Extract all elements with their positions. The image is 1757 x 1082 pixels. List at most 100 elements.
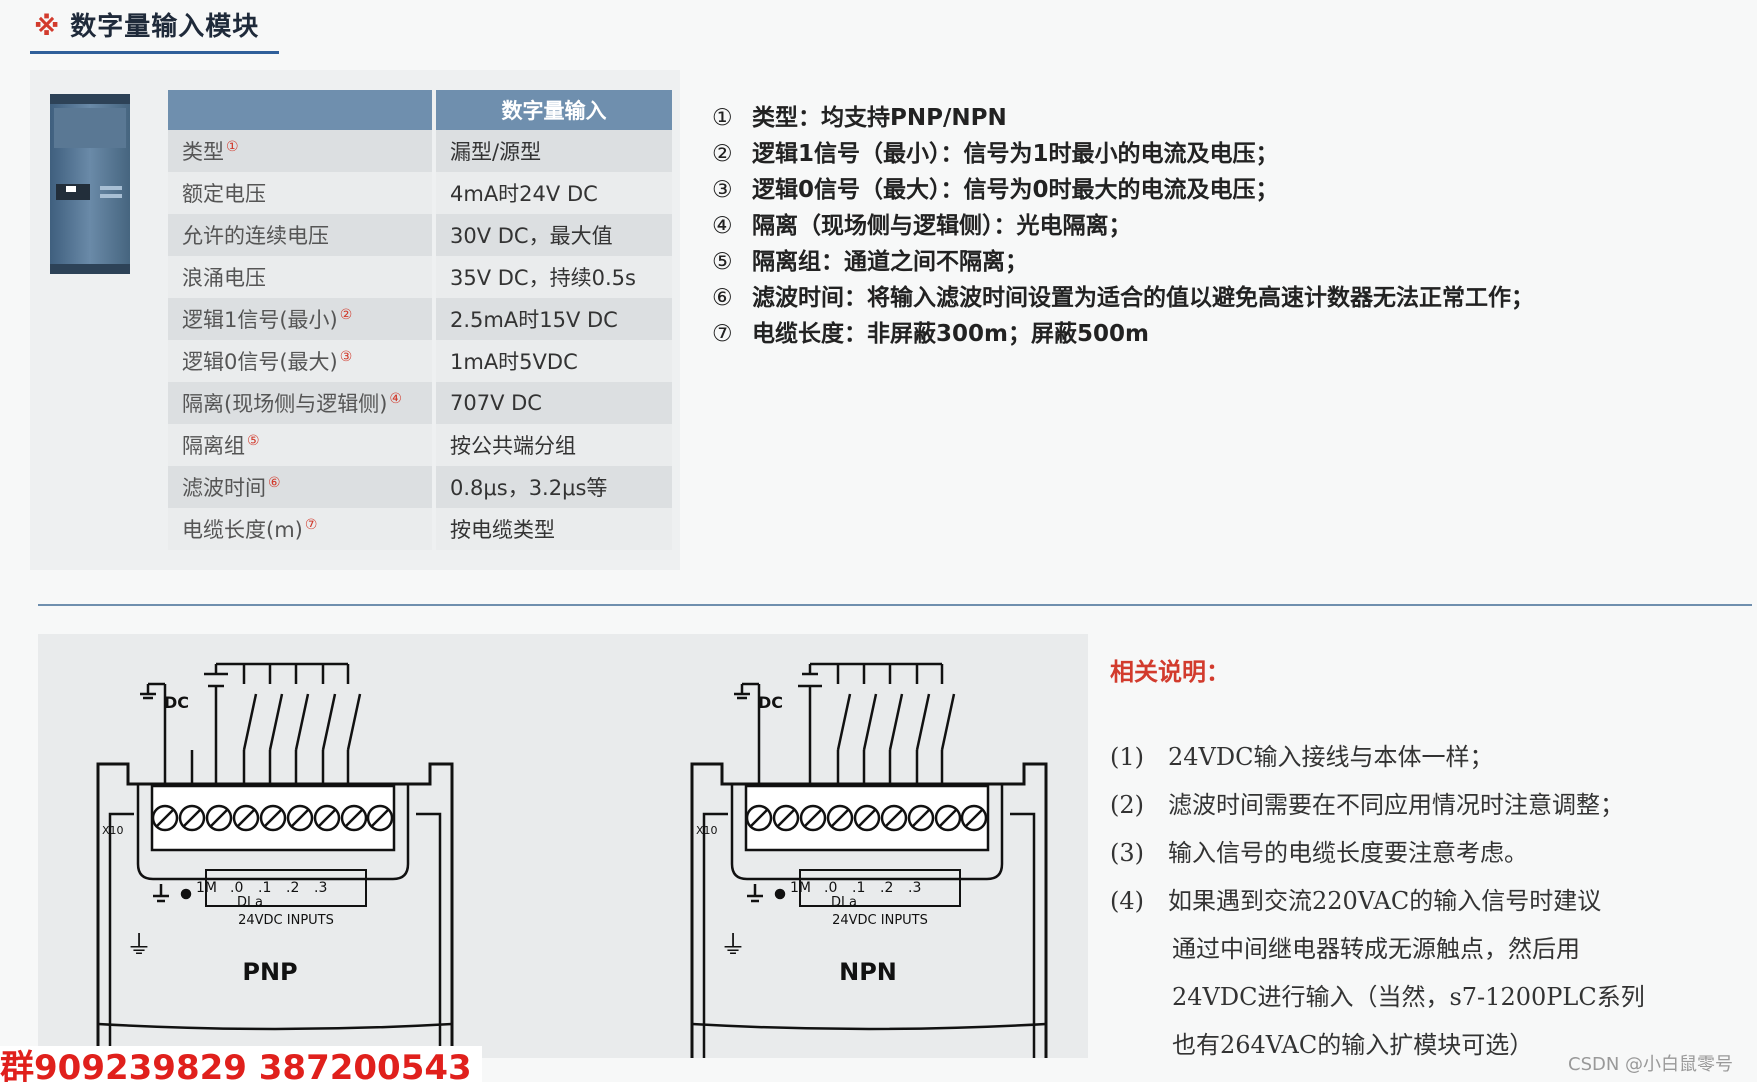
list-item: (3) 输入信号的电缆长度要注意考虑。 <box>1110 829 1750 877</box>
pnp-group-label: DI a <box>237 895 263 910</box>
spec-value: 按公共端分组 <box>434 424 672 466</box>
npn-terminal-label: 1M <box>790 880 811 896</box>
table-row: 逻辑0信号(最大)③ 1mA时5VDC <box>168 340 672 382</box>
wiring-diagrams: X10 DC 1M .0 .1 .2 .3 DI a 24VDC INPUTS … <box>96 662 1048 1058</box>
note-text: 隔离组：通道之间不隔离； <box>752 249 1028 275</box>
spec-value: 35V DC，持续0.5s <box>434 256 672 298</box>
page-title-text: 数字量输入模块 <box>70 12 260 42</box>
table-row: 逻辑1信号(最小)② 2.5mA时15V DC <box>168 298 672 340</box>
note-number: ⑥ <box>712 285 733 311</box>
npn-terminal-label: .1 <box>852 880 865 896</box>
spec-label: 逻辑0信号(最大)③ <box>168 340 436 382</box>
note-text: 逻辑0信号（最大）：信号为0时最大的电流及电压； <box>752 177 1279 203</box>
note-mark: ③ <box>339 349 353 365</box>
npn-group-label: DI a <box>831 895 857 910</box>
table-row: 电缆长度(m)⑦ 按电缆类型 <box>168 508 672 550</box>
list-item: ③ 逻辑0信号（最大）：信号为0时最大的电流及电压； <box>712 170 1742 206</box>
spec-label-text: 隔离组 <box>182 434 245 458</box>
spec-label-text: 类型 <box>182 140 224 164</box>
spec-value: 707V DC <box>434 382 672 424</box>
note-text: 电缆长度：非屏蔽300m；屏蔽500m <box>752 321 1149 347</box>
page-title: ※ 数字量输入模块 <box>30 6 280 54</box>
overlay-group-numbers: 群909239829 387200543 <box>0 1046 482 1082</box>
list-item: (4) 如果遇到交流220VAC的输入信号时建议 通过中间继电器转成无源触点，然后… <box>1110 877 1750 1069</box>
related-title: 相关说明： <box>1110 657 1230 686</box>
note-number: ⑤ <box>712 249 733 275</box>
note-text: 逻辑1信号（最小）：信号为1时最小的电流及电压； <box>752 141 1279 167</box>
note-number: ⑦ <box>712 321 733 347</box>
spec-label-text: 浪涌电压 <box>182 266 266 290</box>
note-number: ④ <box>712 213 733 239</box>
note-text: 滤波时间：将输入滤波时间设置为适合的值以避免高速计数器无法正常工作； <box>752 285 1534 311</box>
npn-diagram <box>690 662 1048 1058</box>
spec-label: 逻辑1信号(最小)② <box>168 298 436 340</box>
pnp-inputs-label: 24VDC INPUTS <box>238 913 334 928</box>
spec-label-text: 额定电压 <box>182 182 266 206</box>
note-mark: ④ <box>389 391 402 407</box>
related-notes: 相关说明： (1)24VDC输入接线与本体一样； (2)滤波时间需要在不同应用情… <box>1110 652 1750 1069</box>
table-row: 浪涌电压 35V DC，持续0.5s <box>168 256 672 298</box>
plc-module-image <box>50 94 130 274</box>
note-number: ② <box>712 141 733 167</box>
spec-value: 2.5mA时15V DC <box>434 298 672 340</box>
note-text: 隔离（现场侧与逻辑侧）：光电隔离； <box>752 213 1132 239</box>
spec-table-header-row: 数字量输入 <box>168 90 672 130</box>
table-row: 额定电压 4mA时24V DC <box>168 172 672 214</box>
pnp-terminal-label: 1M <box>196 880 217 896</box>
list-item: (2)滤波时间需要在不同应用情况时注意调整； <box>1110 781 1750 829</box>
related-number: (4) <box>1110 887 1144 915</box>
related-text: 如果遇到交流220VAC的输入信号时建议 <box>1168 887 1602 915</box>
pnp-terminal-label: .3 <box>314 880 327 896</box>
spec-label-text: 逻辑0信号(最大) <box>182 350 338 374</box>
pnp-terminal-label: .0 <box>230 880 243 896</box>
spec-table-header-title: 数字量输入 <box>434 90 672 130</box>
spec-label: 额定电压 <box>168 172 436 214</box>
spec-value: 漏型/源型 <box>434 130 672 172</box>
spec-table-header-empty <box>168 90 436 130</box>
related-list: (1)24VDC输入接线与本体一样； (2)滤波时间需要在不同应用情况时注意调整… <box>1110 733 1750 1069</box>
npn-dc-label: DC <box>758 693 783 712</box>
note-text: 类型：均支持PNP/NPN <box>752 105 1007 131</box>
spec-label-text: 滤波时间 <box>182 476 266 500</box>
table-row: 隔离(现场侧与逻辑侧)④ 707V DC <box>168 382 672 424</box>
related-text: 通过中间继电器转成无源触点，然后用 <box>1172 935 1580 963</box>
related-text: 24VDC进行输入（当然，s7-1200PLC系列 <box>1172 983 1645 1011</box>
npn-inputs-label: 24VDC INPUTS <box>832 913 928 928</box>
npn-terminal-label: .0 <box>824 880 837 896</box>
reference-mark: ※ <box>34 12 61 42</box>
spec-value: 按电缆类型 <box>434 508 672 550</box>
spec-label-text: 隔离(现场侧与逻辑侧) <box>182 392 388 416</box>
note-mark: ⑥ <box>268 475 281 491</box>
related-number: (1) <box>1110 743 1144 771</box>
pnp-label: PNP <box>242 958 297 986</box>
related-text: 滤波时间需要在不同应用情况时注意调整； <box>1168 791 1624 819</box>
npn-ground-icon: ⏚ <box>720 931 746 961</box>
list-item: ④ 隔离（现场侧与逻辑侧）：光电隔离； <box>712 206 1742 242</box>
npn-terminal-label: .2 <box>880 880 893 896</box>
note-mark: ⑦ <box>304 517 318 533</box>
table-row: 允许的连续电压 30V DC，最大值 <box>168 214 672 256</box>
spec-label-text: 逻辑1信号(最小) <box>182 308 338 332</box>
note-number: ③ <box>712 177 733 203</box>
list-item: ⑦ 电缆长度：非屏蔽300m；屏蔽500m <box>712 314 1742 350</box>
pnp-terminal-label: .1 <box>258 880 271 896</box>
spec-label: 隔离(现场侧与逻辑侧)④ <box>168 382 436 424</box>
related-number: (3) <box>1110 839 1144 867</box>
list-item: (1)24VDC输入接线与本体一样； <box>1110 733 1750 781</box>
related-text: 也有264VAC的输入扩模块可选） <box>1172 1031 1534 1059</box>
pnp-ground-icon: ⏚ <box>126 931 152 961</box>
spec-label-text: 允许的连续电压 <box>182 224 329 248</box>
related-text: 输入信号的电缆长度要注意考虑。 <box>1168 839 1528 867</box>
npn-terminal-label: .3 <box>908 880 921 896</box>
spec-label: 浪涌电压 <box>168 256 436 298</box>
pnp-terminal-label: .2 <box>286 880 299 896</box>
note-mark: ⑤ <box>247 433 260 449</box>
npn-connector-label: X10 <box>696 824 718 837</box>
pnp-diagram <box>96 662 454 1058</box>
